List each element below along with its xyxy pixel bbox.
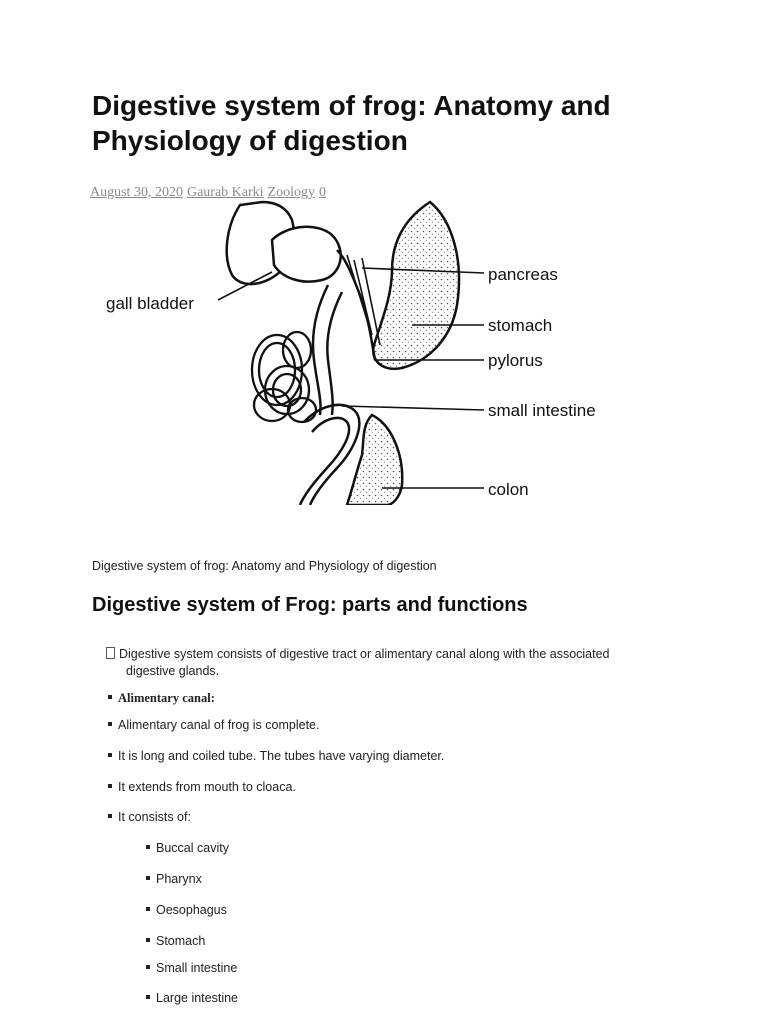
diagram-svg: gall bladder pancreas stomach pylorus sm… [106, 200, 596, 505]
post-date-link[interactable]: August 30, 2020 [90, 185, 183, 200]
sub-list-item: Oesophagus [146, 903, 227, 917]
sub-list-item: Buccal cavity [146, 841, 229, 855]
bullet-square-icon [146, 965, 150, 969]
label-pylorus: pylorus [488, 351, 543, 370]
label-small-intestine: small intestine [488, 401, 596, 420]
intestine-coils [250, 330, 318, 424]
list-item: It is long and coiled tube. The tubes ha… [108, 749, 444, 763]
label-stomach: stomach [488, 316, 552, 335]
sub-list-item: Pharynx [146, 872, 202, 886]
pancreas-shape [336, 249, 377, 361]
page-title: Digestive system of frog: Anatomy and Ph… [92, 90, 611, 156]
duodenum-tube [311, 284, 330, 416]
small-intestine-leader [341, 405, 485, 411]
post-author-link[interactable]: Gaurab Karki [186, 185, 264, 200]
bullet-square-icon [108, 753, 112, 757]
figure-caption: Digestive system of frog: Anatomy and Ph… [92, 559, 437, 573]
label-gall-bladder: gall bladder [106, 294, 194, 313]
list-item: Alimentary canal: [108, 691, 215, 706]
bullet-square-icon [146, 845, 150, 849]
duodenum-tube-inner [326, 291, 344, 416]
list-item: It consists of: [108, 810, 191, 824]
sub-list-item: Stomach [146, 934, 205, 948]
bullet-square-icon [108, 784, 112, 788]
pancreas-lines [346, 254, 381, 346]
label-pancreas: pancreas [488, 265, 558, 284]
ileum-tube [303, 403, 361, 505]
bullet-square-icon [146, 876, 150, 880]
sub-list-item: Small intestine [146, 961, 237, 975]
section-heading: Digestive system of Frog: parts and func… [92, 594, 528, 616]
intro-line-2: digestive glands. [126, 664, 220, 678]
colon-shape [345, 413, 404, 505]
bullet-square-icon [146, 907, 150, 911]
bullet-square-icon [146, 938, 150, 942]
sub-list-item: Large intestine [146, 991, 238, 1005]
post-category-link[interactable]: Zoology [267, 185, 315, 200]
liver-inner-shape [270, 225, 342, 283]
list-item: Alimentary canal of frog is complete. [108, 718, 319, 732]
gall-bladder-leader [217, 271, 273, 301]
missing-glyph-icon [106, 647, 115, 659]
list-item: It extends from mouth to cloaca. [108, 780, 296, 794]
intro-paragraph: Digestive system consists of digestive t… [106, 646, 666, 680]
pancreas-leader [361, 267, 485, 274]
frog-digestive-diagram: gall bladder pancreas stomach pylorus sm… [92, 200, 612, 505]
bullet-square-icon [108, 722, 112, 726]
bullet-square-icon [146, 995, 150, 999]
post-comments-link[interactable]: 0 [318, 185, 326, 200]
bullet-square-icon [108, 814, 112, 818]
bullet-square-icon [108, 695, 112, 699]
intro-line-1: Digestive system consists of digestive t… [119, 647, 610, 661]
ileum-tube-inner [298, 416, 351, 505]
label-colon: colon [488, 480, 529, 499]
stomach-shape [371, 200, 461, 371]
